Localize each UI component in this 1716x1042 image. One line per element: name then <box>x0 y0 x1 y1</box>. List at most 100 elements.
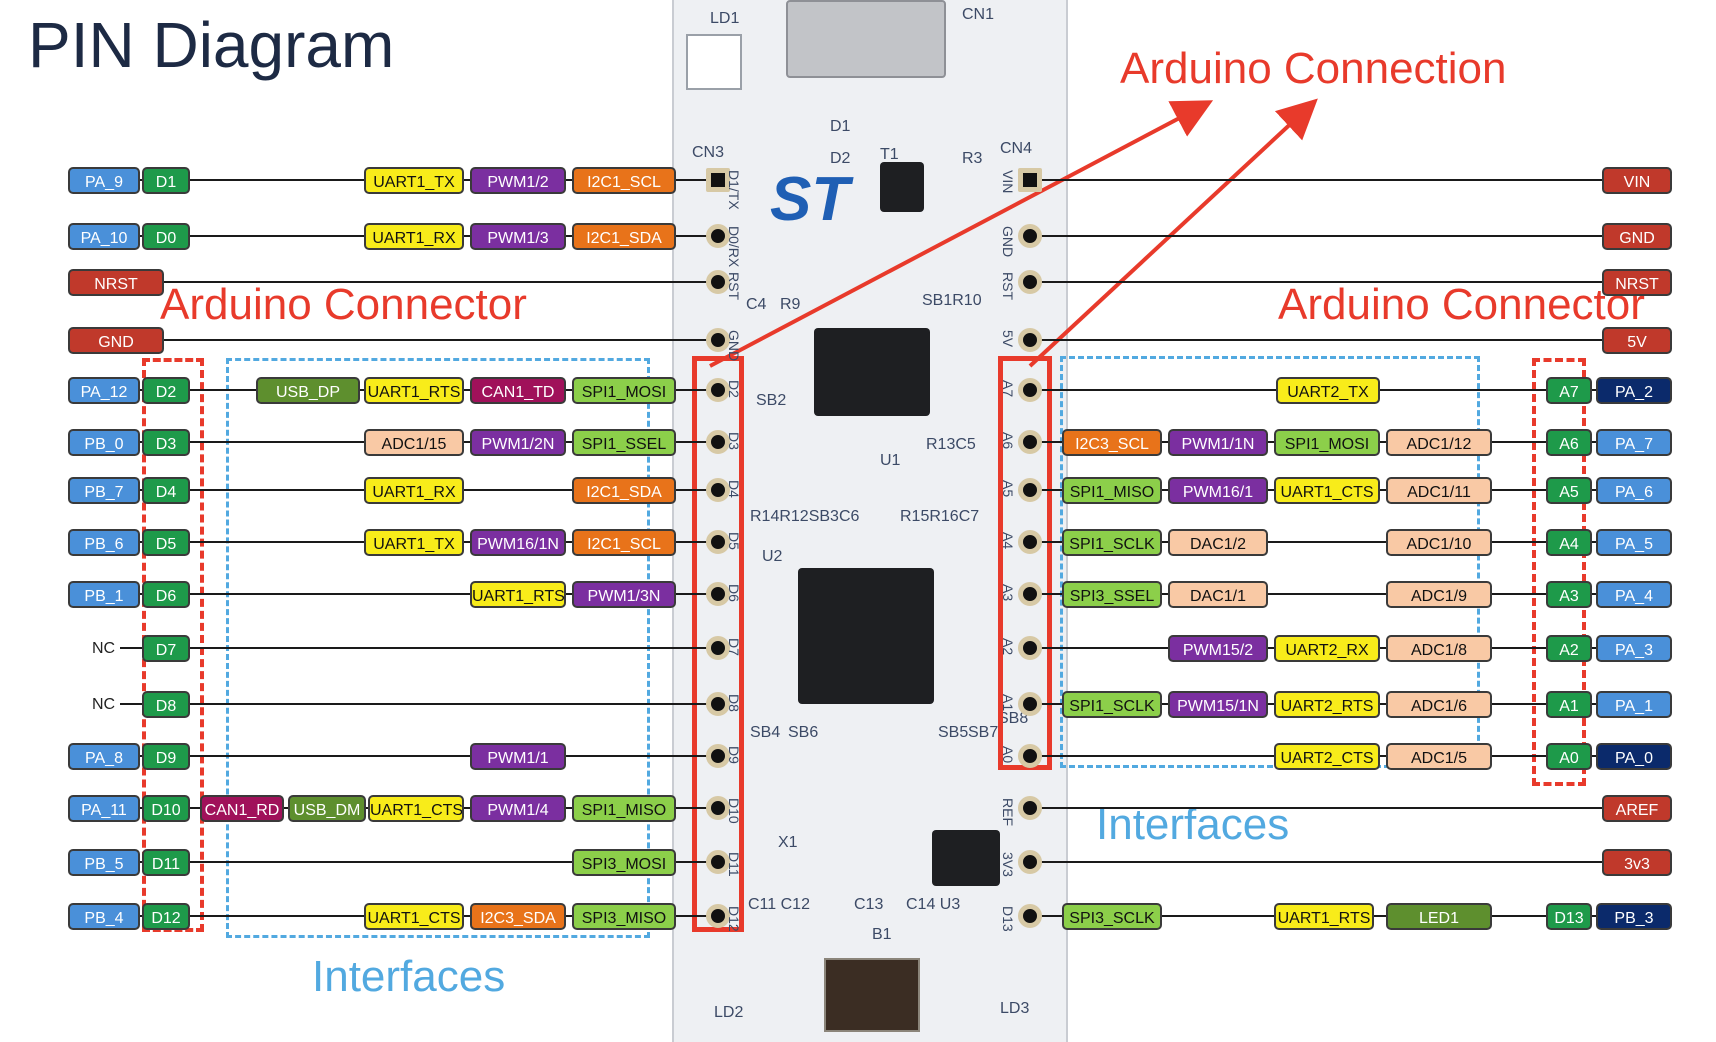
left-func-12-4[interactable]: SPI1_MISO <box>572 794 676 822</box>
left-func-12-0[interactable]: CAN1_RD <box>200 794 284 822</box>
left-func-8-0[interactable]: UART1_RTS <box>470 580 566 608</box>
left-arduino-12[interactable]: D10 <box>142 794 190 822</box>
right-func-7-2[interactable]: ADC1/10 <box>1386 528 1492 556</box>
right-power-2[interactable]: NRST <box>1602 268 1672 296</box>
right-func-4-0[interactable]: UART2_TX <box>1276 376 1380 404</box>
left-func-1-1[interactable]: PWM1/3 <box>470 222 566 250</box>
left-port-12[interactable]: PA_11 <box>68 794 140 822</box>
left-port-5[interactable]: PB_0 <box>68 428 140 456</box>
left-func-4-2[interactable]: CAN1_TD <box>470 376 566 404</box>
left-port-13[interactable]: PB_5 <box>68 848 140 876</box>
right-power-13[interactable]: 3v3 <box>1602 848 1672 876</box>
left-func-6-0[interactable]: UART1_RX <box>364 476 464 504</box>
right-port-9[interactable]: PA_3 <box>1596 634 1672 662</box>
left-func-5-1[interactable]: PWM1/2N <box>470 428 566 456</box>
left-port-8[interactable]: PB_1 <box>68 580 140 608</box>
left-func-5-0[interactable]: ADC1/15 <box>364 428 464 456</box>
left-func-14-0[interactable]: UART1_CTS <box>364 902 464 930</box>
right-func-10-3[interactable]: ADC1/6 <box>1386 690 1492 718</box>
right-power-0[interactable]: VIN <box>1602 166 1672 194</box>
right-arduino-4[interactable]: A7 <box>1546 376 1592 404</box>
right-arduino-10[interactable]: A1 <box>1546 690 1592 718</box>
left-func-12-1[interactable]: USB_DM <box>288 794 366 822</box>
right-func-14-2[interactable]: LED1 <box>1386 902 1492 930</box>
left-func-8-1[interactable]: PWM1/3N <box>572 580 676 608</box>
left-func-14-2[interactable]: SPI3_MISO <box>572 902 676 930</box>
left-func-4-1[interactable]: UART1_RTS <box>364 376 464 404</box>
right-port-6[interactable]: PA_6 <box>1596 476 1672 504</box>
left-arduino-4[interactable]: D2 <box>142 376 190 404</box>
left-arduino-13[interactable]: D11 <box>142 848 190 876</box>
right-port-7[interactable]: PA_5 <box>1596 528 1672 556</box>
left-arduino-5[interactable]: D3 <box>142 428 190 456</box>
right-arduino-11[interactable]: A0 <box>1546 742 1592 770</box>
left-func-0-0[interactable]: UART1_TX <box>364 166 464 194</box>
left-arduino-14[interactable]: D12 <box>142 902 190 930</box>
right-func-6-2[interactable]: UART1_CTS <box>1274 476 1380 504</box>
right-arduino-7[interactable]: A4 <box>1546 528 1592 556</box>
left-arduino-1[interactable]: D0 <box>142 222 190 250</box>
right-func-5-3[interactable]: ADC1/12 <box>1386 428 1492 456</box>
right-func-5-0[interactable]: I2C3_SCL <box>1062 428 1162 456</box>
right-func-14-0[interactable]: SPI3_SCLK <box>1062 902 1162 930</box>
right-port-14[interactable]: PB_3 <box>1596 902 1672 930</box>
left-port-7[interactable]: PB_6 <box>68 528 140 556</box>
right-func-5-2[interactable]: SPI1_MOSI <box>1274 428 1380 456</box>
right-func-7-0[interactable]: SPI1_SCLK <box>1062 528 1162 556</box>
right-func-9-2[interactable]: ADC1/8 <box>1386 634 1492 662</box>
right-arduino-14[interactable]: D13 <box>1546 902 1592 930</box>
left-func-0-1[interactable]: PWM1/2 <box>470 166 566 194</box>
left-arduino-7[interactable]: D5 <box>142 528 190 556</box>
left-arduino-10[interactable]: D8 <box>142 690 190 718</box>
left-power-3[interactable]: GND <box>68 326 164 354</box>
right-arduino-6[interactable]: A5 <box>1546 476 1592 504</box>
right-func-8-1[interactable]: DAC1/1 <box>1168 580 1268 608</box>
right-func-9-0[interactable]: PWM15/2 <box>1168 634 1268 662</box>
right-func-11-1[interactable]: ADC1/5 <box>1386 742 1492 770</box>
right-func-6-0[interactable]: SPI1_MISO <box>1062 476 1162 504</box>
left-arduino-11[interactable]: D9 <box>142 742 190 770</box>
left-func-4-0[interactable]: USB_DP <box>256 376 360 404</box>
right-func-7-1[interactable]: DAC1/2 <box>1168 528 1268 556</box>
right-func-10-2[interactable]: UART2_RTS <box>1274 690 1380 718</box>
left-func-7-1[interactable]: PWM16/1N <box>470 528 566 556</box>
left-port-1[interactable]: PA_10 <box>68 222 140 250</box>
left-arduino-9[interactable]: D7 <box>142 634 190 662</box>
left-port-0[interactable]: PA_9 <box>68 166 140 194</box>
left-port-14[interactable]: PB_4 <box>68 902 140 930</box>
left-arduino-0[interactable]: D1 <box>142 166 190 194</box>
right-func-9-1[interactable]: UART2_RX <box>1274 634 1380 662</box>
left-func-13-0[interactable]: SPI3_MOSI <box>572 848 676 876</box>
right-func-14-1[interactable]: UART1_RTS <box>1274 902 1374 930</box>
left-func-12-3[interactable]: PWM1/4 <box>470 794 566 822</box>
right-func-10-1[interactable]: PWM15/1N <box>1168 690 1268 718</box>
left-func-5-2[interactable]: SPI1_SSEL <box>572 428 676 456</box>
left-func-7-2[interactable]: I2C1_SCL <box>572 528 676 556</box>
left-arduino-8[interactable]: D6 <box>142 580 190 608</box>
right-arduino-9[interactable]: A2 <box>1546 634 1592 662</box>
right-port-4[interactable]: PA_2 <box>1596 376 1672 404</box>
left-port-11[interactable]: PA_8 <box>68 742 140 770</box>
right-arduino-5[interactable]: A6 <box>1546 428 1592 456</box>
right-port-5[interactable]: PA_7 <box>1596 428 1672 456</box>
right-func-8-0[interactable]: SPI3_SSEL <box>1062 580 1162 608</box>
right-power-3[interactable]: 5V <box>1602 326 1672 354</box>
left-func-1-2[interactable]: I2C1_SDA <box>572 222 676 250</box>
right-arduino-8[interactable]: A3 <box>1546 580 1592 608</box>
right-func-8-2[interactable]: ADC1/9 <box>1386 580 1492 608</box>
right-func-5-1[interactable]: PWM1/1N <box>1168 428 1268 456</box>
left-func-14-1[interactable]: I2C3_SDA <box>470 902 566 930</box>
right-func-6-1[interactable]: PWM16/1 <box>1168 476 1268 504</box>
right-func-6-3[interactable]: ADC1/11 <box>1386 476 1492 504</box>
left-func-12-2[interactable]: UART1_CTS <box>368 794 464 822</box>
right-func-11-0[interactable]: UART2_CTS <box>1274 742 1380 770</box>
right-port-11[interactable]: PA_0 <box>1596 742 1672 770</box>
right-port-10[interactable]: PA_1 <box>1596 690 1672 718</box>
left-func-4-3[interactable]: SPI1_MOSI <box>572 376 676 404</box>
right-port-8[interactable]: PA_4 <box>1596 580 1672 608</box>
left-power-2[interactable]: NRST <box>68 268 164 296</box>
left-port-6[interactable]: PB_7 <box>68 476 140 504</box>
right-power-12[interactable]: AREF <box>1602 794 1672 822</box>
left-arduino-6[interactable]: D4 <box>142 476 190 504</box>
left-func-7-0[interactable]: UART1_TX <box>364 528 464 556</box>
